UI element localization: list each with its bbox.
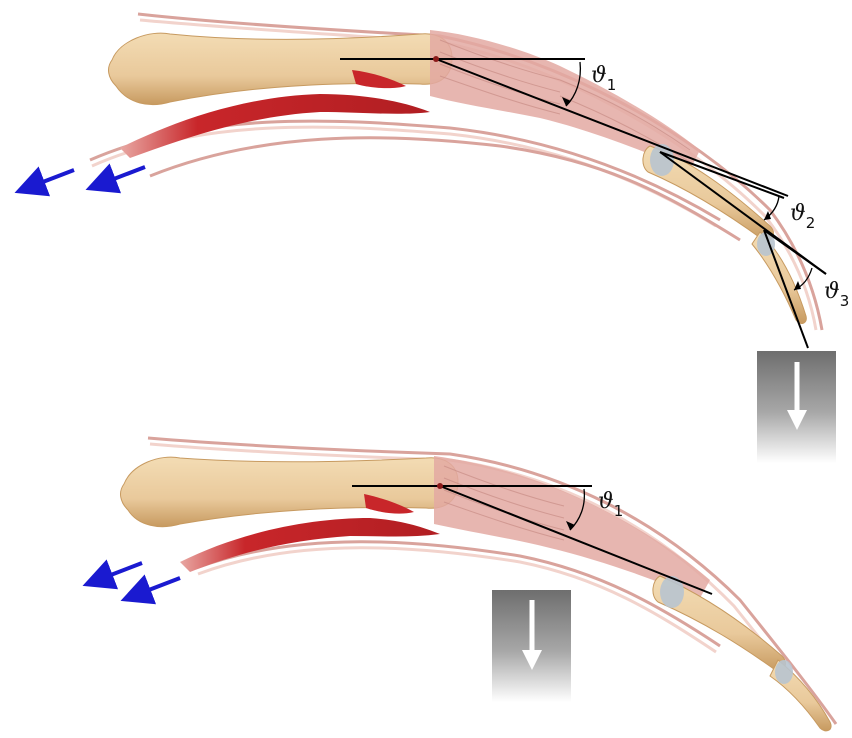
top-panel: ϑ1 ϑ2 ϑ3: [22, 14, 849, 463]
theta2-label: ϑ2: [790, 201, 815, 232]
bottom-proximal-bone: [121, 457, 458, 527]
theta3-label: ϑ3: [824, 279, 849, 310]
top-load-arrow: [757, 351, 836, 463]
pull-arrow-4: [128, 578, 180, 598]
top-tendon-pull-arrows: [22, 167, 145, 190]
pull-arrow-1: [22, 170, 74, 190]
pull-arrow-2: [93, 167, 145, 187]
top-flexor-muscle: [120, 94, 430, 158]
top-joint-center-1: [433, 56, 439, 62]
pull-arrow-3: [90, 563, 142, 583]
bottom-joint-center-1: [437, 483, 443, 489]
bottom-panel: ϑ1: [90, 438, 836, 731]
bottom-load-arrow: [492, 590, 571, 702]
top-proximal-bone: [109, 33, 452, 104]
bottom-tendon-pull-arrows: [90, 563, 180, 598]
bottom-joint-3: [775, 660, 793, 684]
